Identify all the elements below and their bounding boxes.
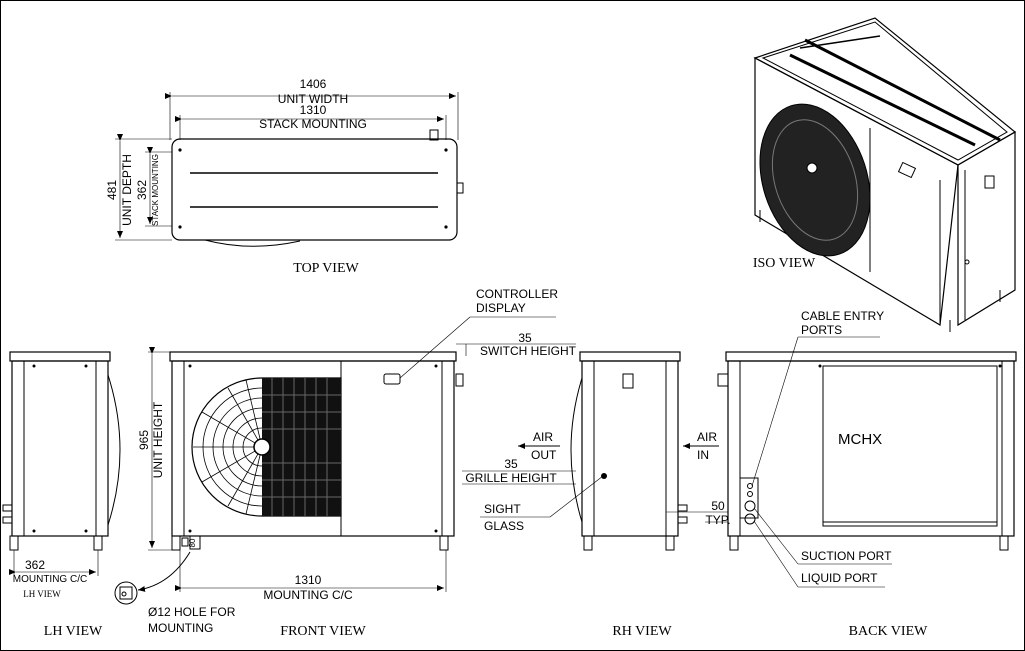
lh-cc-value: 362 <box>25 558 45 572</box>
grille-height-label: GRILLE HEIGHT <box>465 471 557 485</box>
sight-glass-line2: GLASS <box>484 519 524 533</box>
unit-depth-label: UNIT DEPTH <box>120 154 134 226</box>
cable-entry-line1: CABLE ENTRY <box>801 309 884 323</box>
stack-depth-label: STACK MOUNTING <box>151 154 160 226</box>
back-view: MCHX CABLE ENTRY PORTS SUCTION PORT LIQU… <box>717 309 1017 639</box>
rh-view: 50 TYP. RH VIEW <box>570 351 731 639</box>
unit-height-value: 965 <box>137 430 151 450</box>
top-view: 1406 UNIT WIDTH 1310 STACK MOUNTING 481 … <box>105 77 464 276</box>
iso-view-title: ISO VIEW <box>753 256 816 271</box>
controller-label-line2: DISPLAY <box>476 301 526 315</box>
hole-label-line2: MOUNTING <box>148 621 213 635</box>
top-view-title: TOP VIEW <box>293 261 359 276</box>
back-view-title: BACK VIEW <box>849 624 928 639</box>
mchx-label: MCHX <box>838 431 882 448</box>
unit-width-label: UNIT WIDTH <box>278 92 348 106</box>
iso-view: ISO VIEW <box>753 17 1017 332</box>
mid-callouts: AIR OUT 35 GRILLE HEIGHT SIGHT GLASS AIR… <box>462 430 719 533</box>
sight-glass-line1: SIGHT <box>484 502 521 516</box>
grille-height-value: 35 <box>504 457 518 471</box>
typ-value: 50 <box>711 499 725 513</box>
stack-mounting-value: 1310 <box>300 103 327 117</box>
suction-port-label: SUCTION PORT <box>801 549 892 563</box>
stack-depth-value: 362 <box>135 180 149 200</box>
hole-label-line1: Ø12 HOLE FOR <box>148 605 236 619</box>
lh-view: 362 MOUNTING C/C LH VIEW LH VIEW <box>2 351 121 639</box>
switch-height-label: SWITCH HEIGHT <box>480 344 577 358</box>
unit-depth-value: 481 <box>105 180 119 200</box>
stack-mounting-label: STACK MOUNTING <box>259 117 367 131</box>
front-view: 80 965 UNIT HEIGHT 1310 MOUNTING C/C 35 … <box>114 287 577 639</box>
front-view-title: FRONT VIEW <box>280 624 366 639</box>
lh-cc-label: MOUNTING C/C <box>13 574 87 585</box>
mounting-cc-label: MOUNTING C/C <box>263 588 353 602</box>
unit-width-value: 1406 <box>300 77 327 91</box>
typ-label: TYP. <box>705 513 730 527</box>
air-out-line1: AIR <box>533 430 553 444</box>
controller-label-line1: CONTROLLER <box>476 287 558 301</box>
unit-height-label: UNIT HEIGHT <box>151 401 165 478</box>
lh-view-small-title: LH VIEW <box>23 589 61 599</box>
mounting-cc-value: 1310 <box>295 573 322 587</box>
top-view-body <box>171 138 458 241</box>
fan-grille <box>191 377 342 517</box>
lh-view-title: LH VIEW <box>44 624 103 639</box>
air-out-line2: OUT <box>531 448 557 462</box>
cable-entry-line2: PORTS <box>801 323 842 337</box>
liquid-port-label: LIQUID PORT <box>801 571 878 585</box>
air-in-line1: AIR <box>697 430 717 444</box>
rh-view-title: RH VIEW <box>612 624 672 639</box>
foot-value: 80 <box>188 538 197 547</box>
switch-height-value: 35 <box>518 331 532 345</box>
air-in-line2: IN <box>697 448 709 462</box>
